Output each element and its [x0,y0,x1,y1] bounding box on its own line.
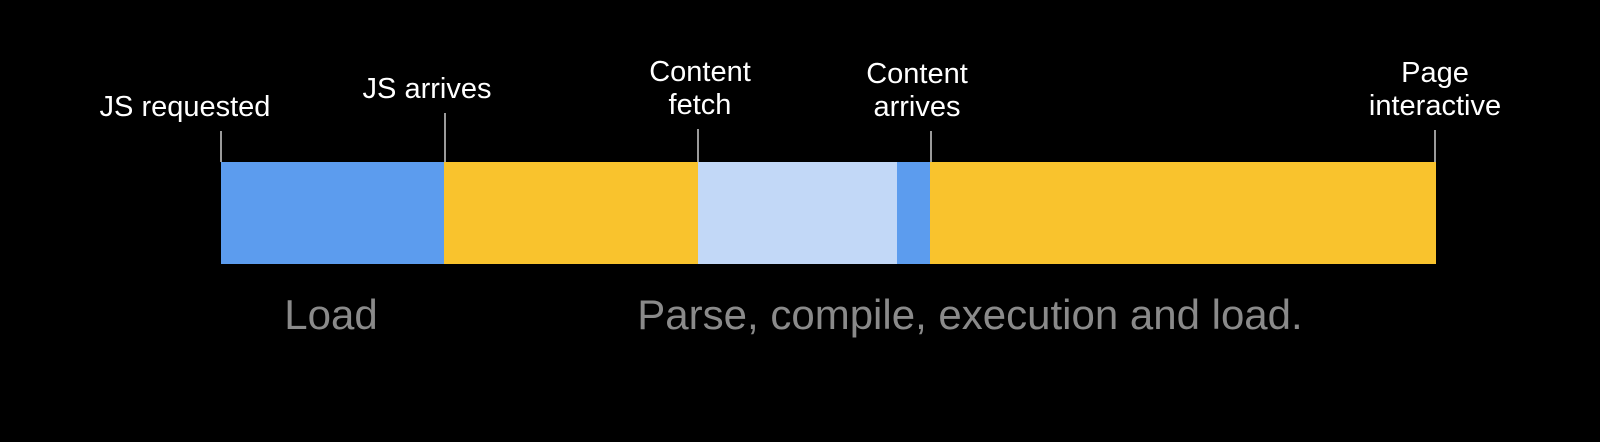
timeline-bar [221,162,1436,264]
timeline-segment-parse-compile [444,162,698,264]
phase-label-parse-compile-execute: Parse, compile, execution and load. [637,291,1303,338]
milestone-label-content-arrives: Content arrives [866,58,968,123]
timeline-segment-js-download [221,162,444,264]
timeline-segment-content-arrival [897,162,930,264]
phase-label-load: Load [284,291,378,338]
milestone-label-js-requested: JS requested [99,91,271,123]
milestone-tick-js-arrives [444,113,446,162]
milestone-tick-content-arrives [930,131,932,162]
milestone-tick-content-fetch [697,129,699,162]
timeline-segment-execution-load [930,162,1436,264]
milestone-tick-js-requested [220,131,222,162]
timeline-segment-content-fetch-wait [698,162,897,264]
milestone-label-content-fetch: Content fetch [649,56,751,121]
milestone-label-js-arrives: JS arrives [362,73,492,105]
milestone-tick-page-interactive [1434,130,1436,162]
milestone-label-page-interactive: Page interactive [1368,57,1502,122]
